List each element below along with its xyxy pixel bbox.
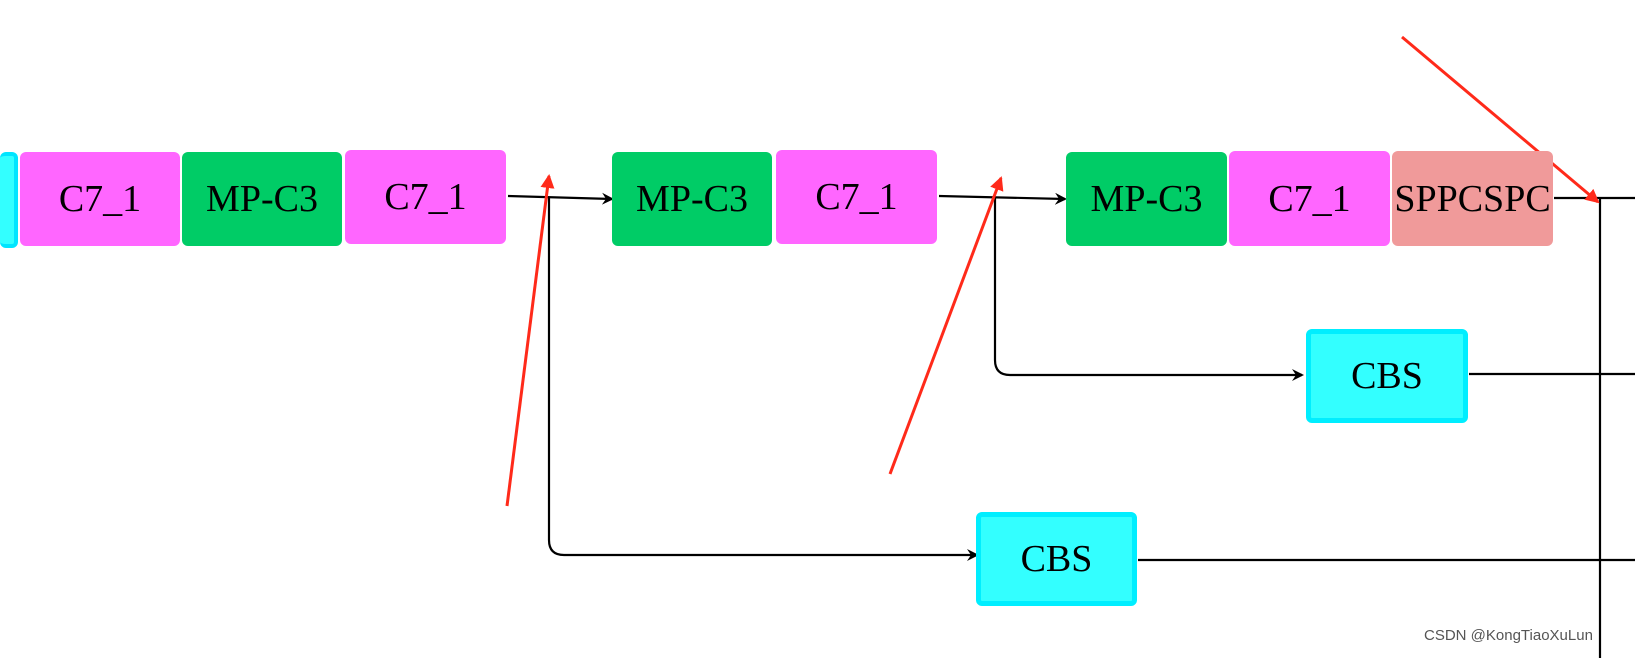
mp-c3-block: MP-C3 xyxy=(1066,152,1227,246)
c7_1-block: C7_1 xyxy=(776,150,937,244)
connector-branch-to-cbs-lower xyxy=(547,198,979,561)
connector-branch-to-cbs-upper xyxy=(993,198,1304,381)
cbs-block-lower: CBS xyxy=(976,512,1137,606)
mp-c3-block: MP-C3 xyxy=(612,152,772,246)
c7_1-block: C7_1 xyxy=(345,150,506,244)
watermark: CSDN @KongTiaoXuLun xyxy=(1424,627,1593,644)
connector-c7_1-to-mpc3-1 xyxy=(507,192,614,205)
annotation-arrow-3 xyxy=(1401,35,1600,204)
cbs-block-upper: CBS xyxy=(1306,329,1468,423)
connector-c7_1-to-mpc3-2 xyxy=(938,192,1067,205)
c7_1-block: C7_1 xyxy=(1229,151,1390,246)
edge-cyan-block xyxy=(0,152,18,248)
c7_1-block: C7_1 xyxy=(20,152,180,246)
sppcspc-block: SPPCSPC xyxy=(1392,151,1553,246)
mp-c3-block: MP-C3 xyxy=(182,152,342,246)
annotation-arrow-2 xyxy=(888,176,1004,475)
annotation-arrow-1 xyxy=(505,174,555,507)
